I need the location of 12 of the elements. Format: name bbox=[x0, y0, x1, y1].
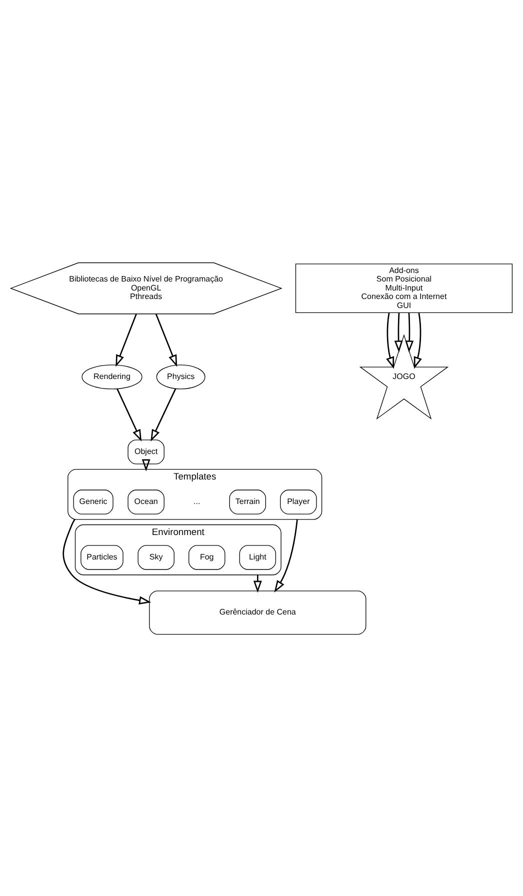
arrow bbox=[394, 312, 403, 352]
arrow bbox=[386, 312, 394, 368]
arrow bbox=[150, 388, 176, 442]
arrow bbox=[414, 312, 422, 368]
arrow bbox=[116, 388, 142, 442]
arrow bbox=[405, 312, 414, 352]
arrow bbox=[142, 458, 150, 471]
arrow bbox=[62, 518, 152, 604]
arrow bbox=[253, 574, 262, 592]
arrow bbox=[155, 313, 178, 366]
arrow bbox=[274, 518, 298, 592]
arrow bbox=[116, 313, 137, 366]
